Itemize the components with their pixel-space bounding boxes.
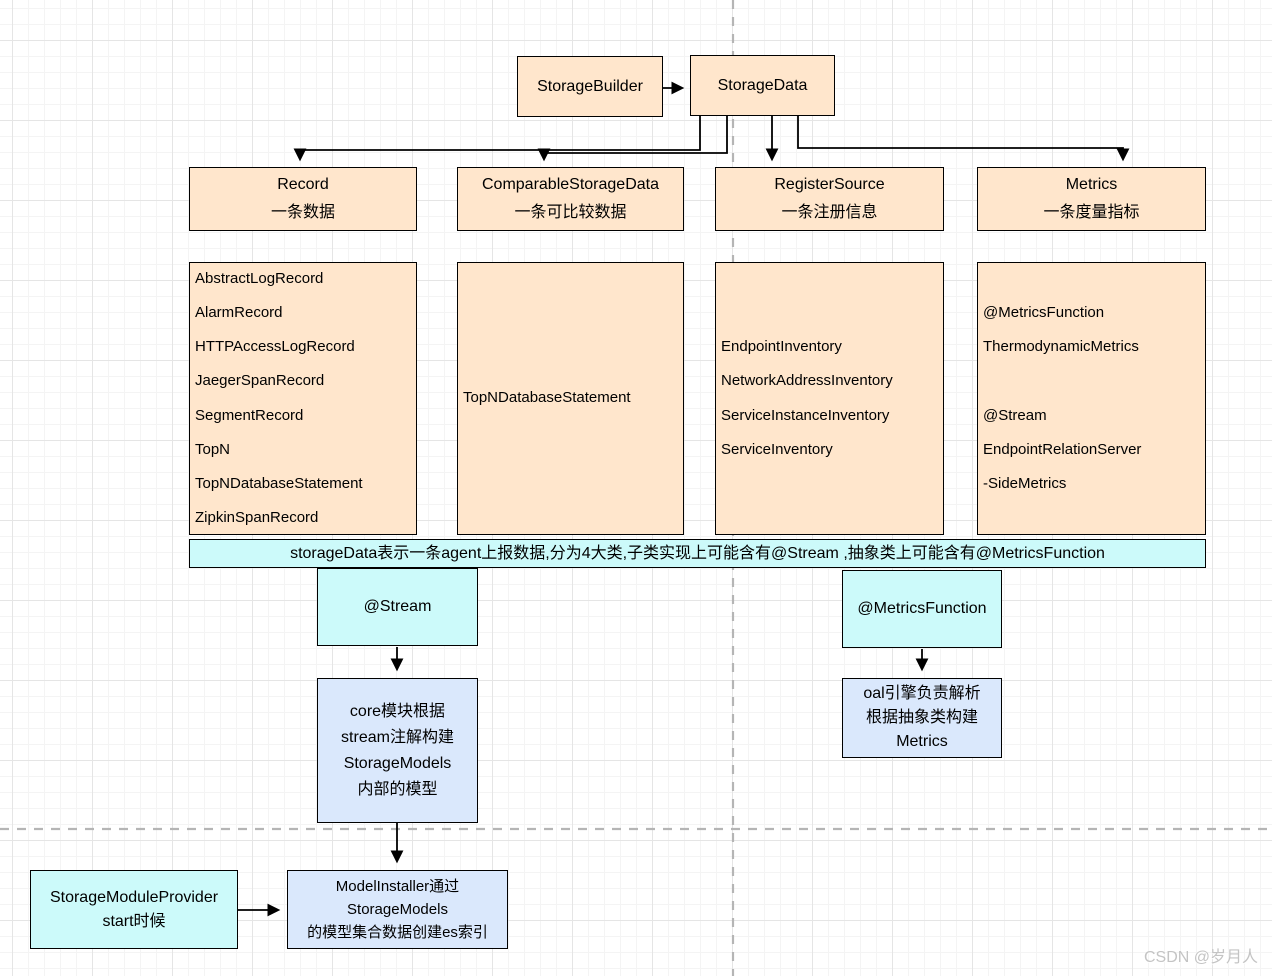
- list-item: TopNDatabaseStatement: [463, 389, 631, 407]
- storage-module-provider-text: StorageModuleProvider start时候: [49, 888, 219, 930]
- list-item: HTTPAccessLogRecord: [195, 338, 355, 356]
- list-item: AbstractLogRecord: [195, 269, 324, 287]
- list-item: [983, 364, 1200, 398]
- list-item: @Stream: [983, 406, 1047, 424]
- record-list-box: AbstractLogRecord AlarmRecord HTTPAccess…: [189, 262, 417, 535]
- record-title: Record: [277, 176, 329, 194]
- list-item: ZipkinSpanRecord: [195, 509, 319, 527]
- edge-data-to-comparable: [537, 116, 728, 162]
- storage-builder-label: StorageBuilder: [537, 77, 643, 95]
- storage-data-label: StorageData: [717, 76, 808, 94]
- list-item: NetworkAddressInventory: [721, 372, 893, 390]
- csdn-watermark: CSDN @岁月人: [1143, 949, 1258, 966]
- storage-builder-box: StorageBuilder: [517, 56, 663, 117]
- comparable-title: ComparableStorageData: [482, 176, 659, 194]
- comparable-header-box: ComparableStorageData 一条可比较数据: [457, 167, 684, 231]
- list-item: SegmentRecord: [195, 406, 304, 424]
- edge-data-to-metrics: [797, 116, 1130, 162]
- metrics-subtitle: 一条度量指标: [1043, 203, 1140, 221]
- stream-annotation-box: @Stream: [317, 568, 478, 646]
- comparable-list-box: TopNDatabaseStatement: [457, 262, 684, 535]
- storage-module-provider-box: StorageModuleProvider start时候: [30, 870, 238, 949]
- list-item: ServiceInventory: [721, 440, 833, 458]
- model-installer-text: ModelInstaller通过 StorageModels 的模型集合数据创建…: [307, 878, 488, 941]
- model-installer-box: ModelInstaller通过 StorageModels 的模型集合数据创建…: [287, 870, 508, 949]
- register-header-box: RegisterSource 一条注册信息: [715, 167, 944, 231]
- list-item: TopNDatabaseStatement: [195, 474, 363, 492]
- list-item: ServiceInstanceInventory: [721, 406, 890, 424]
- list-item: EndpointRelationServer: [983, 440, 1142, 458]
- list-item: EndpointInventory: [721, 338, 842, 356]
- oal-engine-box: oal引擎负责解析 根据抽象类构建 Metrics: [842, 678, 1002, 758]
- list-item: TopN: [195, 440, 231, 458]
- list-item: -SideMetrics: [983, 474, 1067, 492]
- core-module-text: core模块根据 stream注解构建 StorageModels 内部的模型: [341, 702, 454, 798]
- register-list-box: EndpointInventory NetworkAddressInventor…: [715, 262, 944, 535]
- banner-text: storageData表示一条agent上报数据,分为4大类,子类实现上可能含有…: [290, 544, 1105, 562]
- register-subtitle: 一条注册信息: [781, 203, 878, 221]
- storage-data-note-banner: storageData表示一条agent上报数据,分为4大类,子类实现上可能含有…: [189, 539, 1206, 568]
- core-module-box: core模块根据 stream注解构建 StorageModels 内部的模型: [317, 678, 478, 823]
- record-subtitle: 一条数据: [270, 203, 335, 221]
- metrics-function-annotation-box: @MetricsFunction: [842, 570, 1002, 648]
- list-item: JaegerSpanRecord: [195, 372, 325, 390]
- metrics-header-box: Metrics 一条度量指标: [977, 167, 1206, 231]
- storage-data-box: StorageData: [690, 55, 835, 116]
- list-item: @MetricsFunction: [983, 303, 1105, 321]
- comparable-subtitle: 一条可比较数据: [514, 203, 627, 221]
- stream-label: @Stream: [363, 598, 432, 615]
- record-header-box: Record 一条数据: [189, 167, 417, 231]
- metrics-function-label: @MetricsFunction: [857, 600, 987, 617]
- list-item: AlarmRecord: [195, 303, 283, 321]
- edge-data-to-record: [293, 116, 701, 162]
- oal-engine-text: oal引擎负责解析 根据抽象类构建 Metrics: [863, 685, 981, 750]
- list-item: ThermodynamicMetrics: [983, 338, 1139, 356]
- metrics-list-box: @MetricsFunction ThermodynamicMetrics @S…: [977, 262, 1206, 535]
- metrics-title: Metrics: [1065, 176, 1118, 194]
- register-title: RegisterSource: [774, 176, 885, 194]
